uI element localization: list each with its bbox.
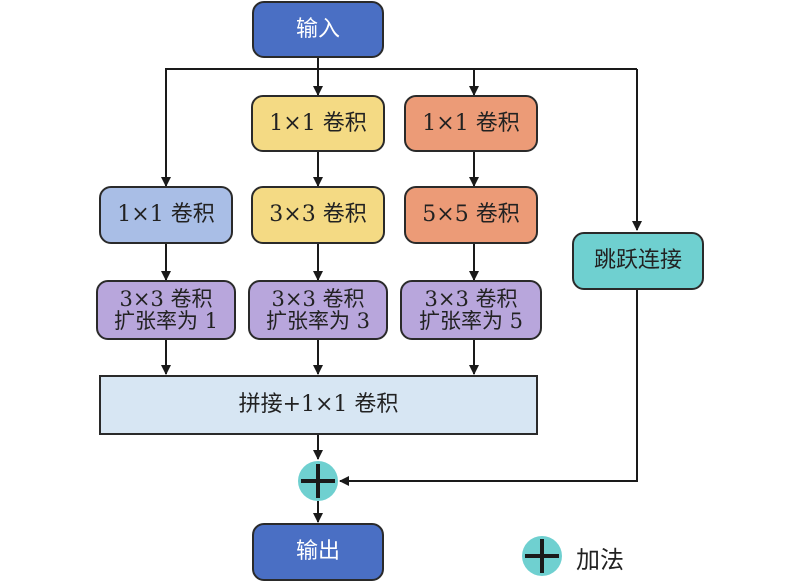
branch3-dilated-line1: 3×3 卷积 — [424, 287, 518, 311]
branch1-conv1x1-label: 1×1 卷积 — [117, 202, 215, 227]
branch1-conv1x1: 1×1 卷积 — [99, 186, 233, 244]
branch3-conv5x5-label: 5×5 卷积 — [422, 202, 520, 227]
branch2-dilated-conv: 3×3 卷积 扩张率为 3 — [248, 280, 388, 340]
add-operation-icon — [298, 461, 338, 501]
skip-connection-label: 跳跃连接 — [593, 248, 682, 273]
branch3-dilated-conv: 3×3 卷积 扩张率为 5 — [400, 280, 542, 340]
input-node: 输入 — [252, 1, 384, 58]
concat-conv-label: 拼接+1×1 卷积 — [238, 392, 399, 417]
branch2-conv1x1: 1×1 卷积 — [251, 95, 385, 152]
branch2-conv3x3-label: 3×3 卷积 — [269, 202, 367, 227]
output-node: 输出 — [252, 523, 384, 581]
branch2-dilated-line2: 扩张率为 3 — [265, 309, 371, 333]
branch3-conv1x1: 1×1 卷积 — [404, 95, 538, 152]
branch2-conv3x3: 3×3 卷积 — [251, 186, 385, 244]
branch2-conv1x1-label: 1×1 卷积 — [269, 110, 367, 136]
skip-connection-node: 跳跃连接 — [572, 232, 704, 290]
branch1-dilated-conv: 3×3 卷积 扩张率为 1 — [96, 280, 236, 340]
legend-add-label: 加法 — [576, 546, 624, 574]
input-label: 输入 — [295, 16, 340, 42]
branch2-dilated-line1: 3×3 卷积 — [271, 287, 365, 311]
branch1-dilated-line1: 3×3 卷积 — [119, 287, 213, 311]
output-label: 输出 — [295, 539, 340, 564]
concat-conv-node: 拼接+1×1 卷积 — [99, 375, 538, 435]
legend-add-icon — [522, 536, 562, 576]
branch3-conv5x5: 5×5 卷积 — [404, 186, 538, 244]
branch3-dilated-line2: 扩张率为 5 — [418, 309, 524, 333]
branch1-dilated-line2: 扩张率为 1 — [113, 309, 219, 333]
branch3-conv1x1-label: 1×1 卷积 — [422, 110, 520, 136]
